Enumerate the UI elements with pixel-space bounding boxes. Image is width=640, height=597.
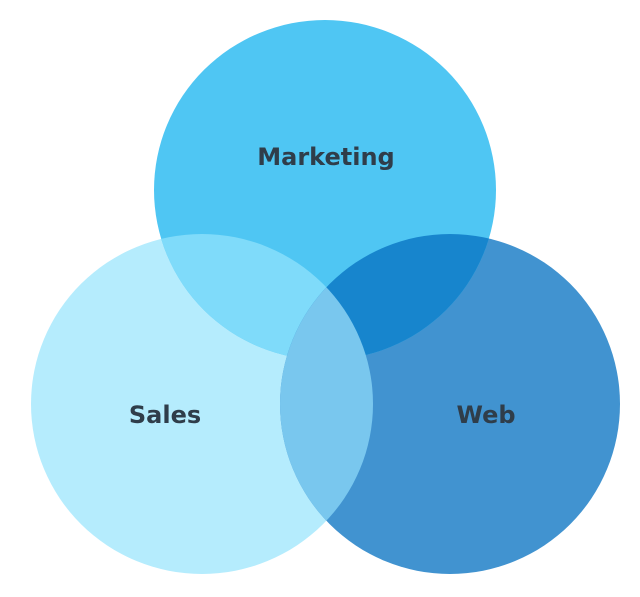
label-marketing: Marketing (257, 143, 394, 171)
overlap-marketing-sales (154, 234, 373, 360)
label-sales: Sales (129, 401, 201, 429)
label-web: Web (456, 401, 515, 429)
overlap-marketing-web (280, 234, 496, 360)
